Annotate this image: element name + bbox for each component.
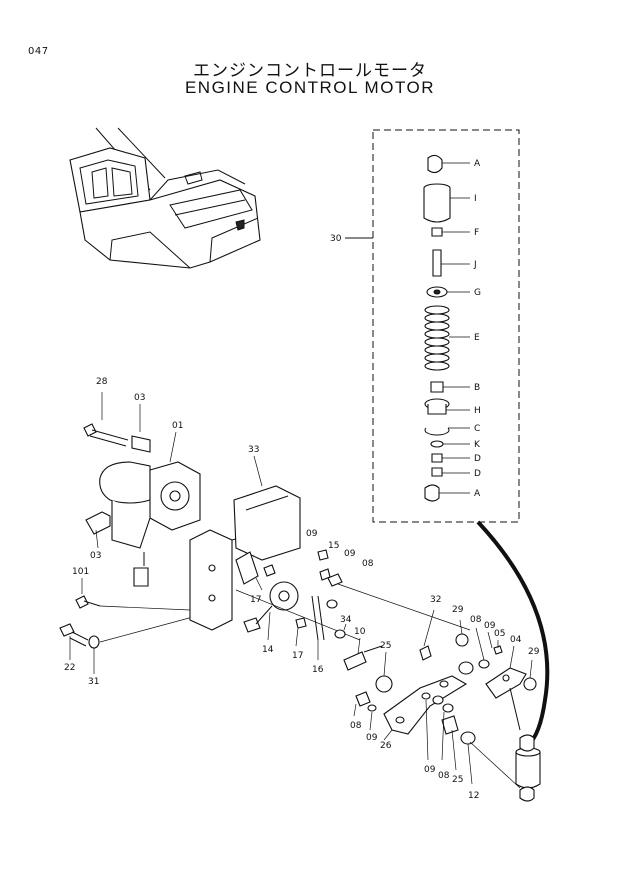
callout-101: 101: [72, 567, 89, 577]
callout-17-b: 17: [292, 651, 303, 661]
callout-31: 31: [88, 677, 99, 687]
callout-25-b: 25: [452, 775, 463, 785]
callout-05: 05: [494, 629, 505, 639]
control-cable: [476, 520, 550, 747]
callout-inset-e: E: [474, 333, 480, 343]
leader-lines: [353, 627, 533, 785]
callout-03-lower: 03: [90, 551, 101, 561]
callout-26: 26: [380, 741, 392, 751]
callout-15: 15: [328, 541, 339, 551]
callout-08-b: 08: [470, 615, 482, 625]
callout-04: 04: [510, 635, 522, 645]
callout-09-e: 09: [424, 765, 436, 775]
callout-29-b: 29: [528, 647, 540, 657]
callout-inset-k: K: [474, 440, 481, 450]
callout-12: 12: [468, 791, 479, 801]
callout-09-d: 09: [366, 733, 378, 743]
callout-34: 34: [340, 615, 352, 625]
lever-assembly: [355, 609, 541, 802]
callout-09-a: 09: [306, 529, 318, 539]
callout-inset-a-top: A: [474, 159, 481, 169]
callout-17-a: 17: [250, 595, 261, 605]
callout-08-d: 08: [438, 771, 450, 781]
callout-inset-f: F: [474, 228, 479, 238]
excavator-illustration: [69, 127, 261, 269]
motor-assembly: [59, 392, 471, 674]
page-number: 047: [28, 46, 49, 57]
callout-29-a: 29: [452, 605, 464, 615]
callout-inset-b: B: [474, 383, 480, 393]
spring-e: [424, 305, 450, 371]
callout-10: 10: [354, 627, 366, 637]
callout-inset-d-1: D: [474, 454, 481, 464]
callout-01: 01: [172, 421, 183, 431]
callout-08-c: 08: [350, 721, 362, 731]
callout-03-upper: 03: [134, 393, 145, 403]
sub-assembly-inset: 30: [330, 129, 520, 523]
callout-inset-d-2: D: [474, 469, 481, 479]
callout-14: 14: [262, 645, 274, 655]
callout-25-a: 25: [380, 641, 391, 651]
callout-09-b: 09: [344, 549, 356, 559]
callout-16: 16: [312, 665, 324, 675]
callout-inset-h: H: [474, 406, 481, 416]
callout-09-c: 09: [484, 621, 496, 631]
callout-33: 33: [248, 445, 259, 455]
title-japanese: エンジンコントロールモータ: [193, 61, 427, 81]
callout-inset-g: G: [474, 288, 481, 298]
callout-inset-c: C: [474, 424, 480, 434]
callout-30: 30: [330, 234, 342, 244]
callout-inset-j: J: [473, 260, 477, 270]
callout-22: 22: [64, 663, 75, 673]
callout-32: 32: [430, 595, 441, 605]
callout-inset-a-bottom: A: [474, 489, 481, 499]
callout-28: 28: [96, 377, 108, 387]
callout-inset-i: I: [474, 194, 477, 204]
callout-08-a: 08: [362, 559, 374, 569]
title-english: ENGINE CONTROL MOTOR: [184, 78, 436, 97]
